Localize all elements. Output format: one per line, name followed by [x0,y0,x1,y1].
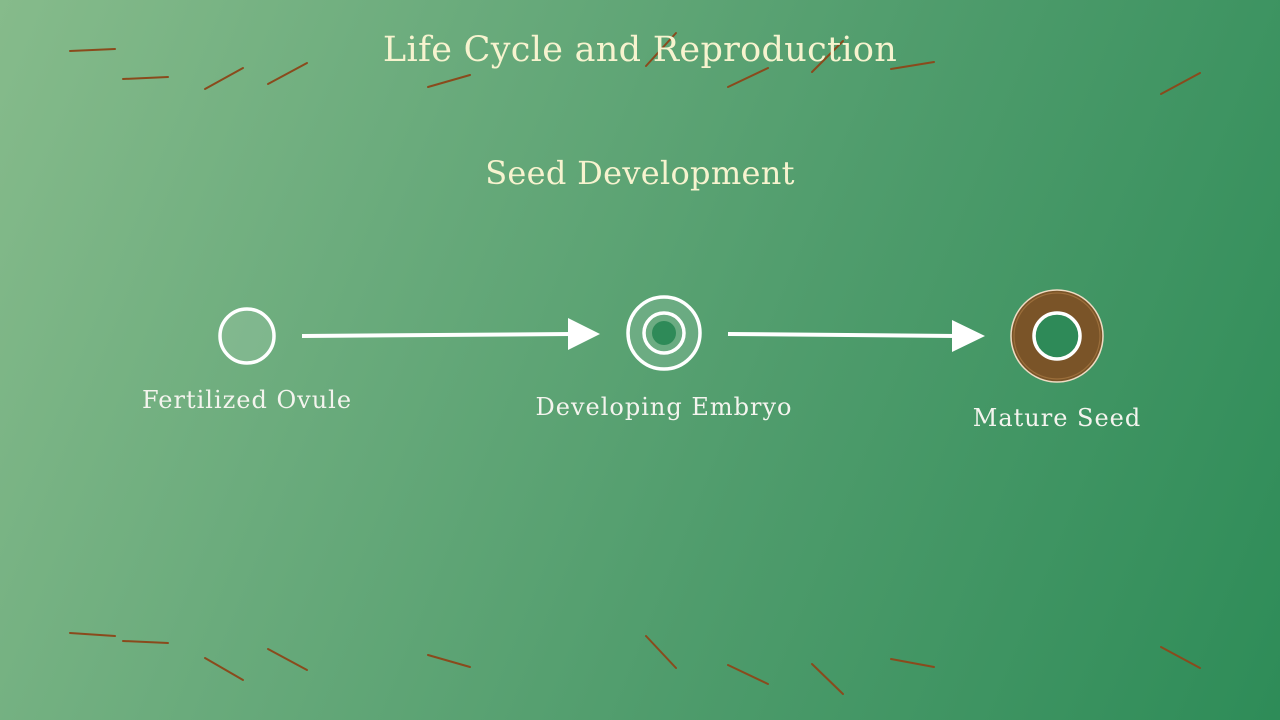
page-title: Life Cycle and Reproduction [382,30,898,70]
grass-decoration-top [69,32,1201,95]
stage-label-developing-embryo: Developing Embryo [535,393,793,421]
arrow-embryo-to-seed [727,320,985,352]
grass-decoration-bottom [69,632,1201,695]
ovule-circle-icon [218,307,276,365]
section-subtitle: Seed Development [485,154,795,192]
embryo-ring-icon [626,295,702,371]
stage-label-mature-seed: Mature Seed [972,404,1142,432]
arrow-ovule-to-embryo [301,318,600,350]
mature-seed-icon [1010,289,1104,383]
stage-label-fertilized-ovule: Fertilized Ovule [141,386,353,414]
